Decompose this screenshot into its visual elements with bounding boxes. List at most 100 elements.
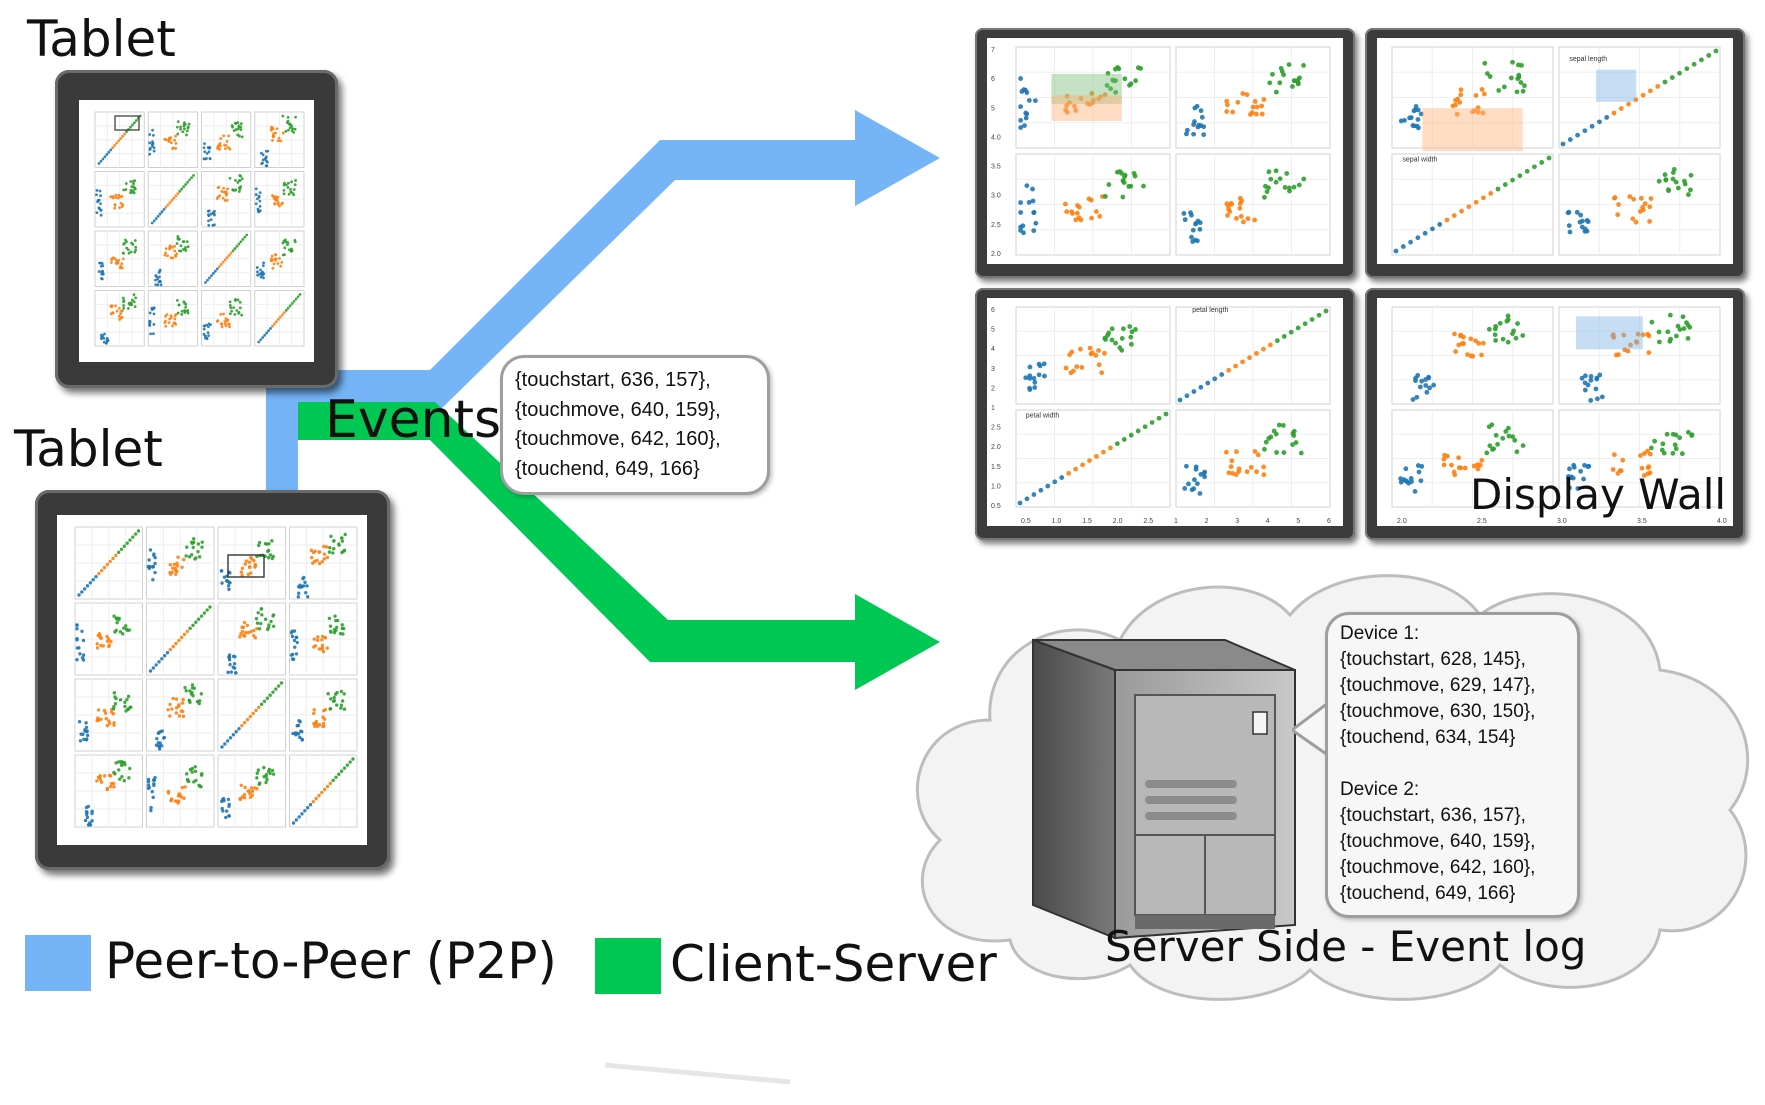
scatter-point xyxy=(1274,450,1279,455)
scatter-subplot xyxy=(1391,409,1554,508)
scatter-point xyxy=(311,561,315,565)
scatter-point xyxy=(81,653,86,657)
scatter-point xyxy=(227,655,231,659)
scatter-point xyxy=(312,637,316,641)
scatter-point xyxy=(293,645,297,649)
scatter-point xyxy=(166,254,169,258)
scatter-point xyxy=(1515,321,1520,326)
scatter-point xyxy=(1410,397,1416,402)
scatter-point xyxy=(125,246,129,250)
scatter-point xyxy=(270,539,274,543)
scatter-point xyxy=(263,617,268,621)
scatter-point xyxy=(176,299,179,302)
scatter-point xyxy=(1670,176,1676,182)
scatter-point xyxy=(316,724,320,728)
scatter-point xyxy=(1430,226,1435,232)
scatter-point xyxy=(188,626,192,631)
scatter-point xyxy=(323,707,328,712)
scatter-point xyxy=(1633,97,1639,103)
scatter-point xyxy=(1191,131,1196,137)
scatter-point xyxy=(341,549,346,553)
scatter-point xyxy=(1475,109,1481,115)
scatter-point xyxy=(1484,71,1490,76)
scatter-point xyxy=(1424,389,1430,395)
scatter-point xyxy=(1227,209,1233,214)
scatter-subplot xyxy=(1558,153,1721,256)
scatter-point xyxy=(202,611,207,615)
scatter-point xyxy=(1135,65,1141,71)
scatter-point xyxy=(188,767,193,772)
scatter-point xyxy=(1018,200,1024,205)
scatter-point xyxy=(100,270,104,274)
scatter-point xyxy=(1473,338,1478,344)
scatter-point xyxy=(1276,422,1282,428)
scatter-point xyxy=(187,122,191,126)
scatter-point xyxy=(1184,127,1190,133)
scatter-point xyxy=(283,246,287,250)
scatter-point xyxy=(1479,87,1485,92)
p2p-arrow-between-tablets xyxy=(236,263,328,577)
scatter-point xyxy=(112,723,116,727)
scatter-point xyxy=(176,234,180,238)
scatter-subplot xyxy=(74,602,143,676)
scatter-point xyxy=(154,663,158,667)
scatter-point xyxy=(174,147,178,150)
scatter-point xyxy=(339,769,344,773)
scatter-point xyxy=(174,572,178,576)
scatter-point xyxy=(1610,467,1616,472)
scatter-point xyxy=(331,551,335,555)
scatter-point xyxy=(113,203,117,207)
scatter-point xyxy=(99,636,103,640)
event-line: {touchend, 649, 166} xyxy=(515,457,700,480)
scatter-point xyxy=(176,132,180,136)
scatter-point xyxy=(267,329,270,333)
scatter-point xyxy=(1582,128,1588,134)
tick-label: 1.0 xyxy=(991,483,1001,490)
scatter-point xyxy=(295,640,299,645)
scatter-point xyxy=(1631,196,1637,202)
scatter-point xyxy=(254,187,258,191)
scatter-point xyxy=(1566,223,1572,229)
scatter-point xyxy=(205,608,209,612)
scatter-point xyxy=(1067,100,1072,105)
scatter-point xyxy=(238,179,242,183)
scatter-point xyxy=(298,735,302,740)
tick-label: 2.0 xyxy=(1397,518,1407,525)
scatter-point xyxy=(75,636,79,641)
scatter-point xyxy=(225,739,230,743)
scatter-point xyxy=(1293,440,1299,445)
scatter-subplot xyxy=(74,678,143,752)
scatter-point xyxy=(132,185,136,189)
brush-region xyxy=(1596,69,1637,102)
tick-label: 4 xyxy=(991,346,995,353)
scatter-point xyxy=(117,768,121,772)
scatter-point xyxy=(175,561,179,565)
scatter-point xyxy=(82,587,87,591)
scatter-point xyxy=(1018,76,1024,81)
scatter-point xyxy=(171,324,174,328)
scatter-point xyxy=(199,692,204,696)
scatter-point xyxy=(1617,468,1623,474)
scatter-point xyxy=(1669,75,1675,80)
scatter-point xyxy=(128,538,132,542)
scatter-point xyxy=(239,240,243,244)
tick-label: 1.5 xyxy=(1082,518,1092,525)
scatter-point xyxy=(1486,424,1492,430)
scatter-point xyxy=(123,132,126,136)
scatter-point xyxy=(317,793,321,798)
scatter-point xyxy=(1032,385,1038,390)
scatter-point xyxy=(293,127,297,131)
scatter-point xyxy=(1520,333,1526,338)
scatter-point xyxy=(216,319,220,323)
scatter-point xyxy=(268,693,272,697)
scatter-point xyxy=(1262,446,1267,452)
scatter-point xyxy=(237,190,241,193)
scatter-point xyxy=(168,201,172,205)
scatter-point xyxy=(115,309,119,313)
scatter-point xyxy=(90,819,94,823)
scatter-point xyxy=(234,178,237,182)
scatter-point xyxy=(158,212,162,216)
scatter-point xyxy=(126,248,130,252)
scatter-point xyxy=(234,188,238,192)
